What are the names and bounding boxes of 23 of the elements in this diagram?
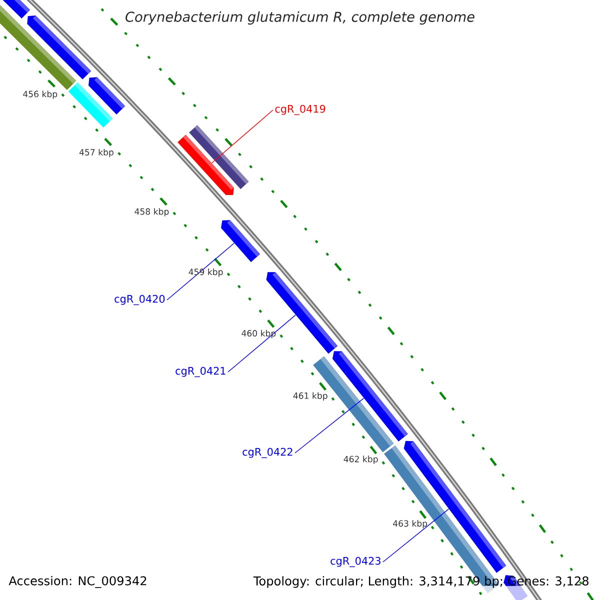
leader-line	[228, 314, 296, 372]
scale-label: 456 kbp	[23, 90, 58, 99]
title: Corynebacterium glutamicum R, complete genome	[126, 11, 474, 25]
gene-block	[178, 134, 234, 196]
scale-label: 462 kbp	[344, 456, 378, 464]
scale-label: 457 kbp	[79, 148, 114, 158]
leader-line	[382, 508, 450, 562]
scale-label: 458 kbp	[134, 208, 169, 216]
accession-text: Accession: NC_009342	[7, 574, 149, 590]
gene-label: cgR_0419	[275, 104, 326, 116]
gene-block	[88, 77, 126, 115]
gene-block	[221, 220, 260, 262]
scale-label: 463 kbp	[393, 520, 428, 528]
leader-line	[294, 398, 364, 454]
gene-bar	[313, 356, 394, 452]
gene-label: cgR_0420	[114, 294, 165, 306]
gene-label: cgR_0422	[242, 448, 292, 458]
gene-label: cgR_0423	[330, 556, 380, 568]
gene-block	[27, 15, 92, 80]
scale-label: 461 kbp	[293, 392, 328, 401]
leader-line	[211, 110, 274, 164]
leader-line	[166, 242, 234, 300]
gene-label: cgR_0421	[176, 366, 226, 378]
